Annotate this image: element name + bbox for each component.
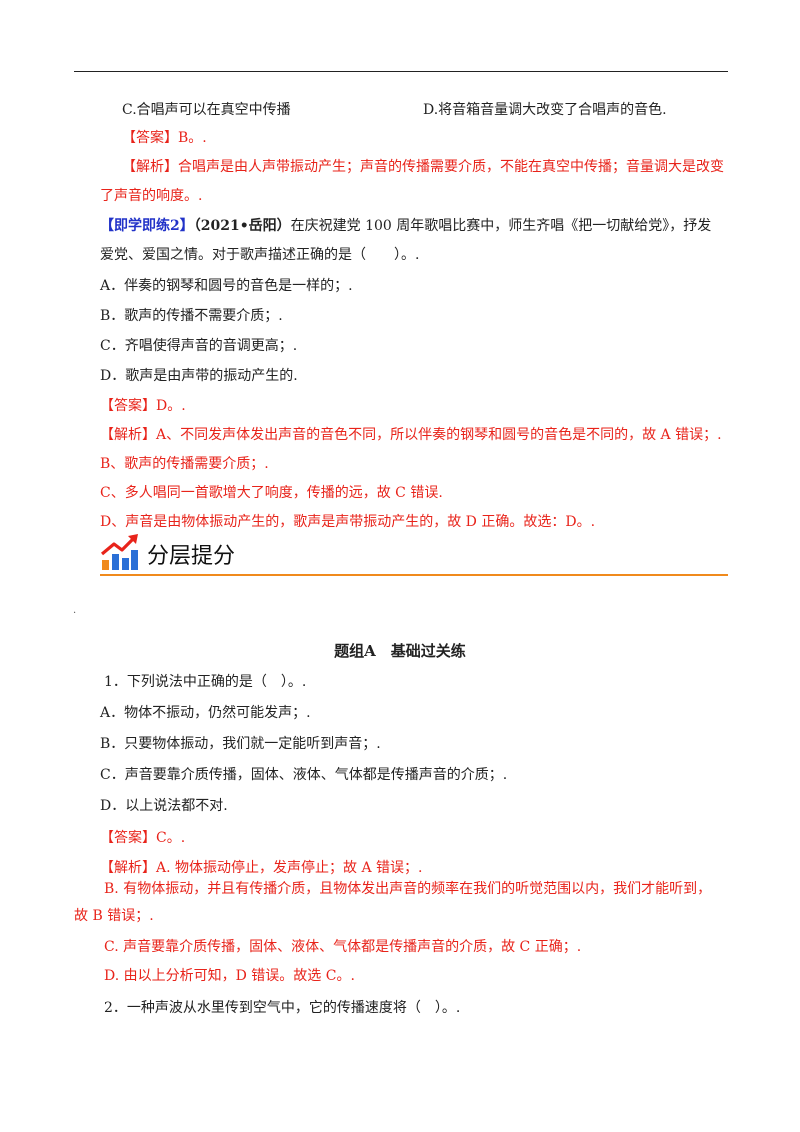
practice2-tag: 【即学即练2】 xyxy=(100,218,194,234)
q1-option-c: C．声音要靠介质传播，固体、液体、气体都是传播声音的介质；. xyxy=(100,767,508,783)
prev-option-d: D.将音箱音量调大改变了合唱声的音色. xyxy=(423,102,667,118)
practice2-analysis-line1: 【解析】A、不同发声体发出声音的音色不同，所以伴奏的钢琴和圆号的音色是不同的，故… xyxy=(100,427,722,443)
q1-analysis-line4: C. 声音要靠介质传播，固体、液体、气体都是传播声音的介质，故 C 正确；. xyxy=(104,939,582,955)
header-rule xyxy=(74,71,728,72)
q2-stem: 2．一种声波从水里传到空气中，它的传播速度将（ ）。. xyxy=(104,1000,461,1016)
q1-option-a: A．物体不振动，仍然可能发声；. xyxy=(100,705,311,721)
q1-analysis-line3: 故 B 错误；. xyxy=(74,908,154,924)
q1-analysis-line1: 【解析】A. 物体振动停止，发声停止；故 A 错误；. xyxy=(100,860,423,876)
practice2-analysis-line2: B、歌声的传播需要介质；. xyxy=(100,456,269,472)
practice2-stem-line1: 【即学即练2】（2021•岳阳）在庆祝建党 100 周年歌唱比赛中，师生齐唱《把… xyxy=(100,216,711,236)
practice2-option-c: C．齐唱使得声音的音调更高；. xyxy=(100,338,298,354)
practice2-analysis-line4: D、声音是由物体振动产生的，歌声是声带振动产生的，故 D 正确。故选：D。. xyxy=(100,514,596,530)
group-title: 题组A 基础过关练 xyxy=(334,642,466,660)
practice2-answer: 【答案】D。. xyxy=(100,398,186,414)
section-underline xyxy=(100,574,728,576)
section-title: 分层提分 xyxy=(147,544,236,569)
practice2-option-b: B．歌声的传播不需要介质；. xyxy=(100,308,283,324)
practice2-stem: 在庆祝建党 100 周年歌唱比赛中，师生齐唱《把一切献给党》，抒发 xyxy=(290,218,712,234)
q1-option-d: D．以上说法都不对. xyxy=(100,798,228,814)
q1-stem: 1．下列说法中正确的是（ ）。. xyxy=(104,674,307,690)
rising-chart-icon xyxy=(100,534,138,570)
q1-option-b: B．只要物体振动，我们就一定能听到声音；. xyxy=(100,736,381,752)
q1-analysis-line2: B. 有物体振动，并且有传播介质，且物体发出声音的频率在我们的听觉范围以内，我们… xyxy=(104,881,712,897)
q1-answer: 【答案】C。. xyxy=(100,830,186,846)
prev-option-c: C.合唱声可以在真空中传播 xyxy=(122,102,291,118)
practice2-option-a: A．伴奏的钢琴和圆号的音色是一样的；. xyxy=(100,278,353,294)
prev-analysis-line2: 了声音的响度。. xyxy=(100,188,203,204)
practice2-option-d: D．歌声是由声带的振动产生的. xyxy=(100,368,298,384)
section-dot: . xyxy=(73,605,77,616)
prev-analysis-line1: 【解析】合唱声是由人声带振动产生；声音的传播需要介质，不能在真空中传播；音量调大… xyxy=(122,159,724,175)
prev-answer: 【答案】B。. xyxy=(122,130,207,146)
q1-analysis-line5: D. 由以上分析可知，D 错误。故选 C。. xyxy=(104,968,355,984)
section-header: 分层提分 xyxy=(100,532,728,578)
practice2-stem-line2: 爱党、爱国之情。对于歌声描述正确的是（ ）。. xyxy=(100,247,420,263)
practice2-analysis-line3: C、多人唱同一首歌增大了响度，传播的远，故 C 错误. xyxy=(100,485,443,501)
practice2-source: （2021•岳阳） xyxy=(193,218,291,234)
